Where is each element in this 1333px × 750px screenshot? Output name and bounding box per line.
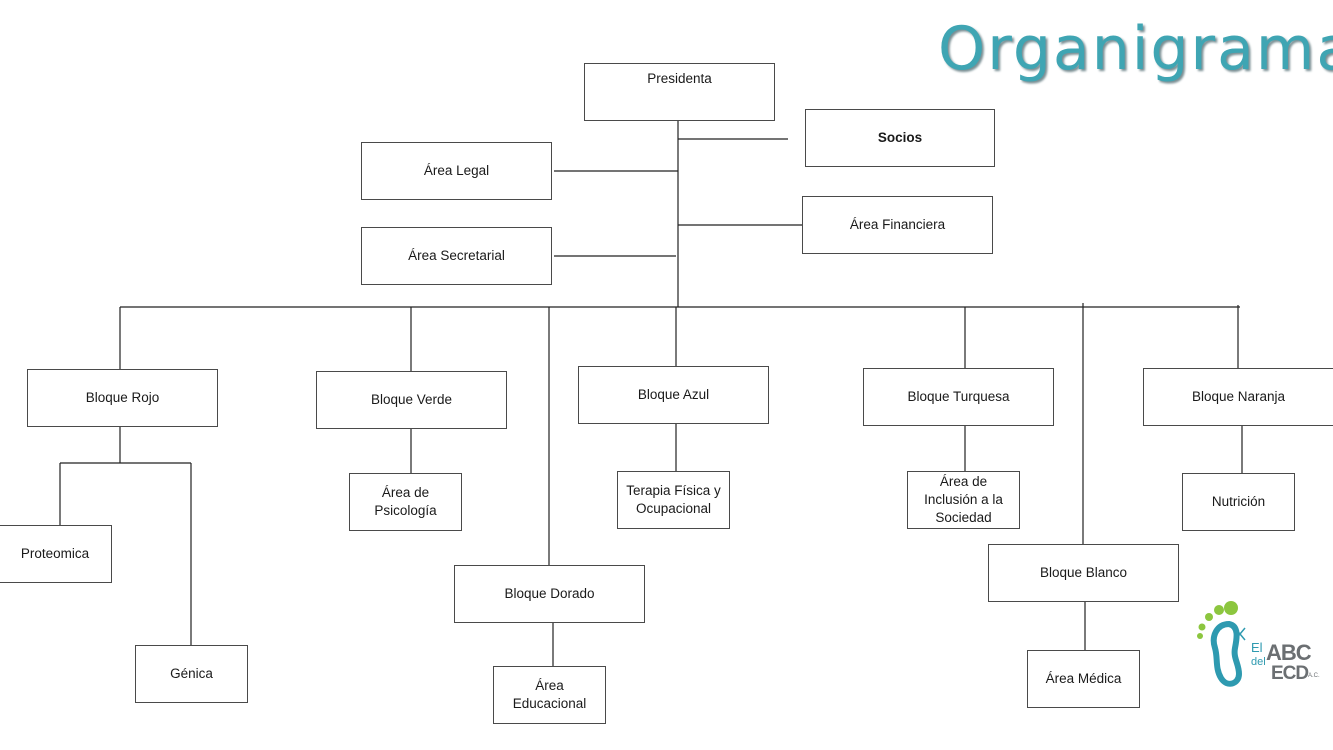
- node-bloque-dorado: Bloque Dorado: [454, 565, 645, 623]
- node-bloque-verde: Bloque Verde: [316, 371, 507, 429]
- abc-ecd-logo: El del ABC ECD A.C.: [1195, 598, 1325, 690]
- page-title: Organigrama: [938, 14, 1333, 84]
- node-bloque-turquesa: Bloque Turquesa: [863, 368, 1054, 426]
- node-area-psicologia: Área de Psicología: [349, 473, 462, 531]
- node-bloque-rojo: Bloque Rojo: [27, 369, 218, 427]
- node-area-inclusion: Área de Inclusión a la Sociedad: [907, 471, 1020, 529]
- node-nutricion: Nutrición: [1182, 473, 1295, 531]
- node-area-legal: Área Legal: [361, 142, 552, 200]
- node-area-secretarial: Área Secretarial: [361, 227, 552, 285]
- node-area-medica: Área Médica: [1027, 650, 1140, 708]
- node-presidenta: Presidenta: [584, 63, 775, 121]
- node-socios: Socios: [805, 109, 995, 167]
- node-bloque-azul: Bloque Azul: [578, 366, 769, 424]
- node-area-financiera: Área Financiera: [802, 196, 993, 254]
- node-terapia: Terapia Física y Ocupacional: [617, 471, 730, 529]
- node-bloque-naranja: Bloque Naranja: [1143, 368, 1333, 426]
- node-bloque-blanco: Bloque Blanco: [988, 544, 1179, 602]
- footprint-icon: [1197, 601, 1246, 687]
- node-area-educacional: Área Educacional: [493, 666, 606, 724]
- node-proteomica: Proteomica: [0, 525, 112, 583]
- node-genica: Génica: [135, 645, 248, 703]
